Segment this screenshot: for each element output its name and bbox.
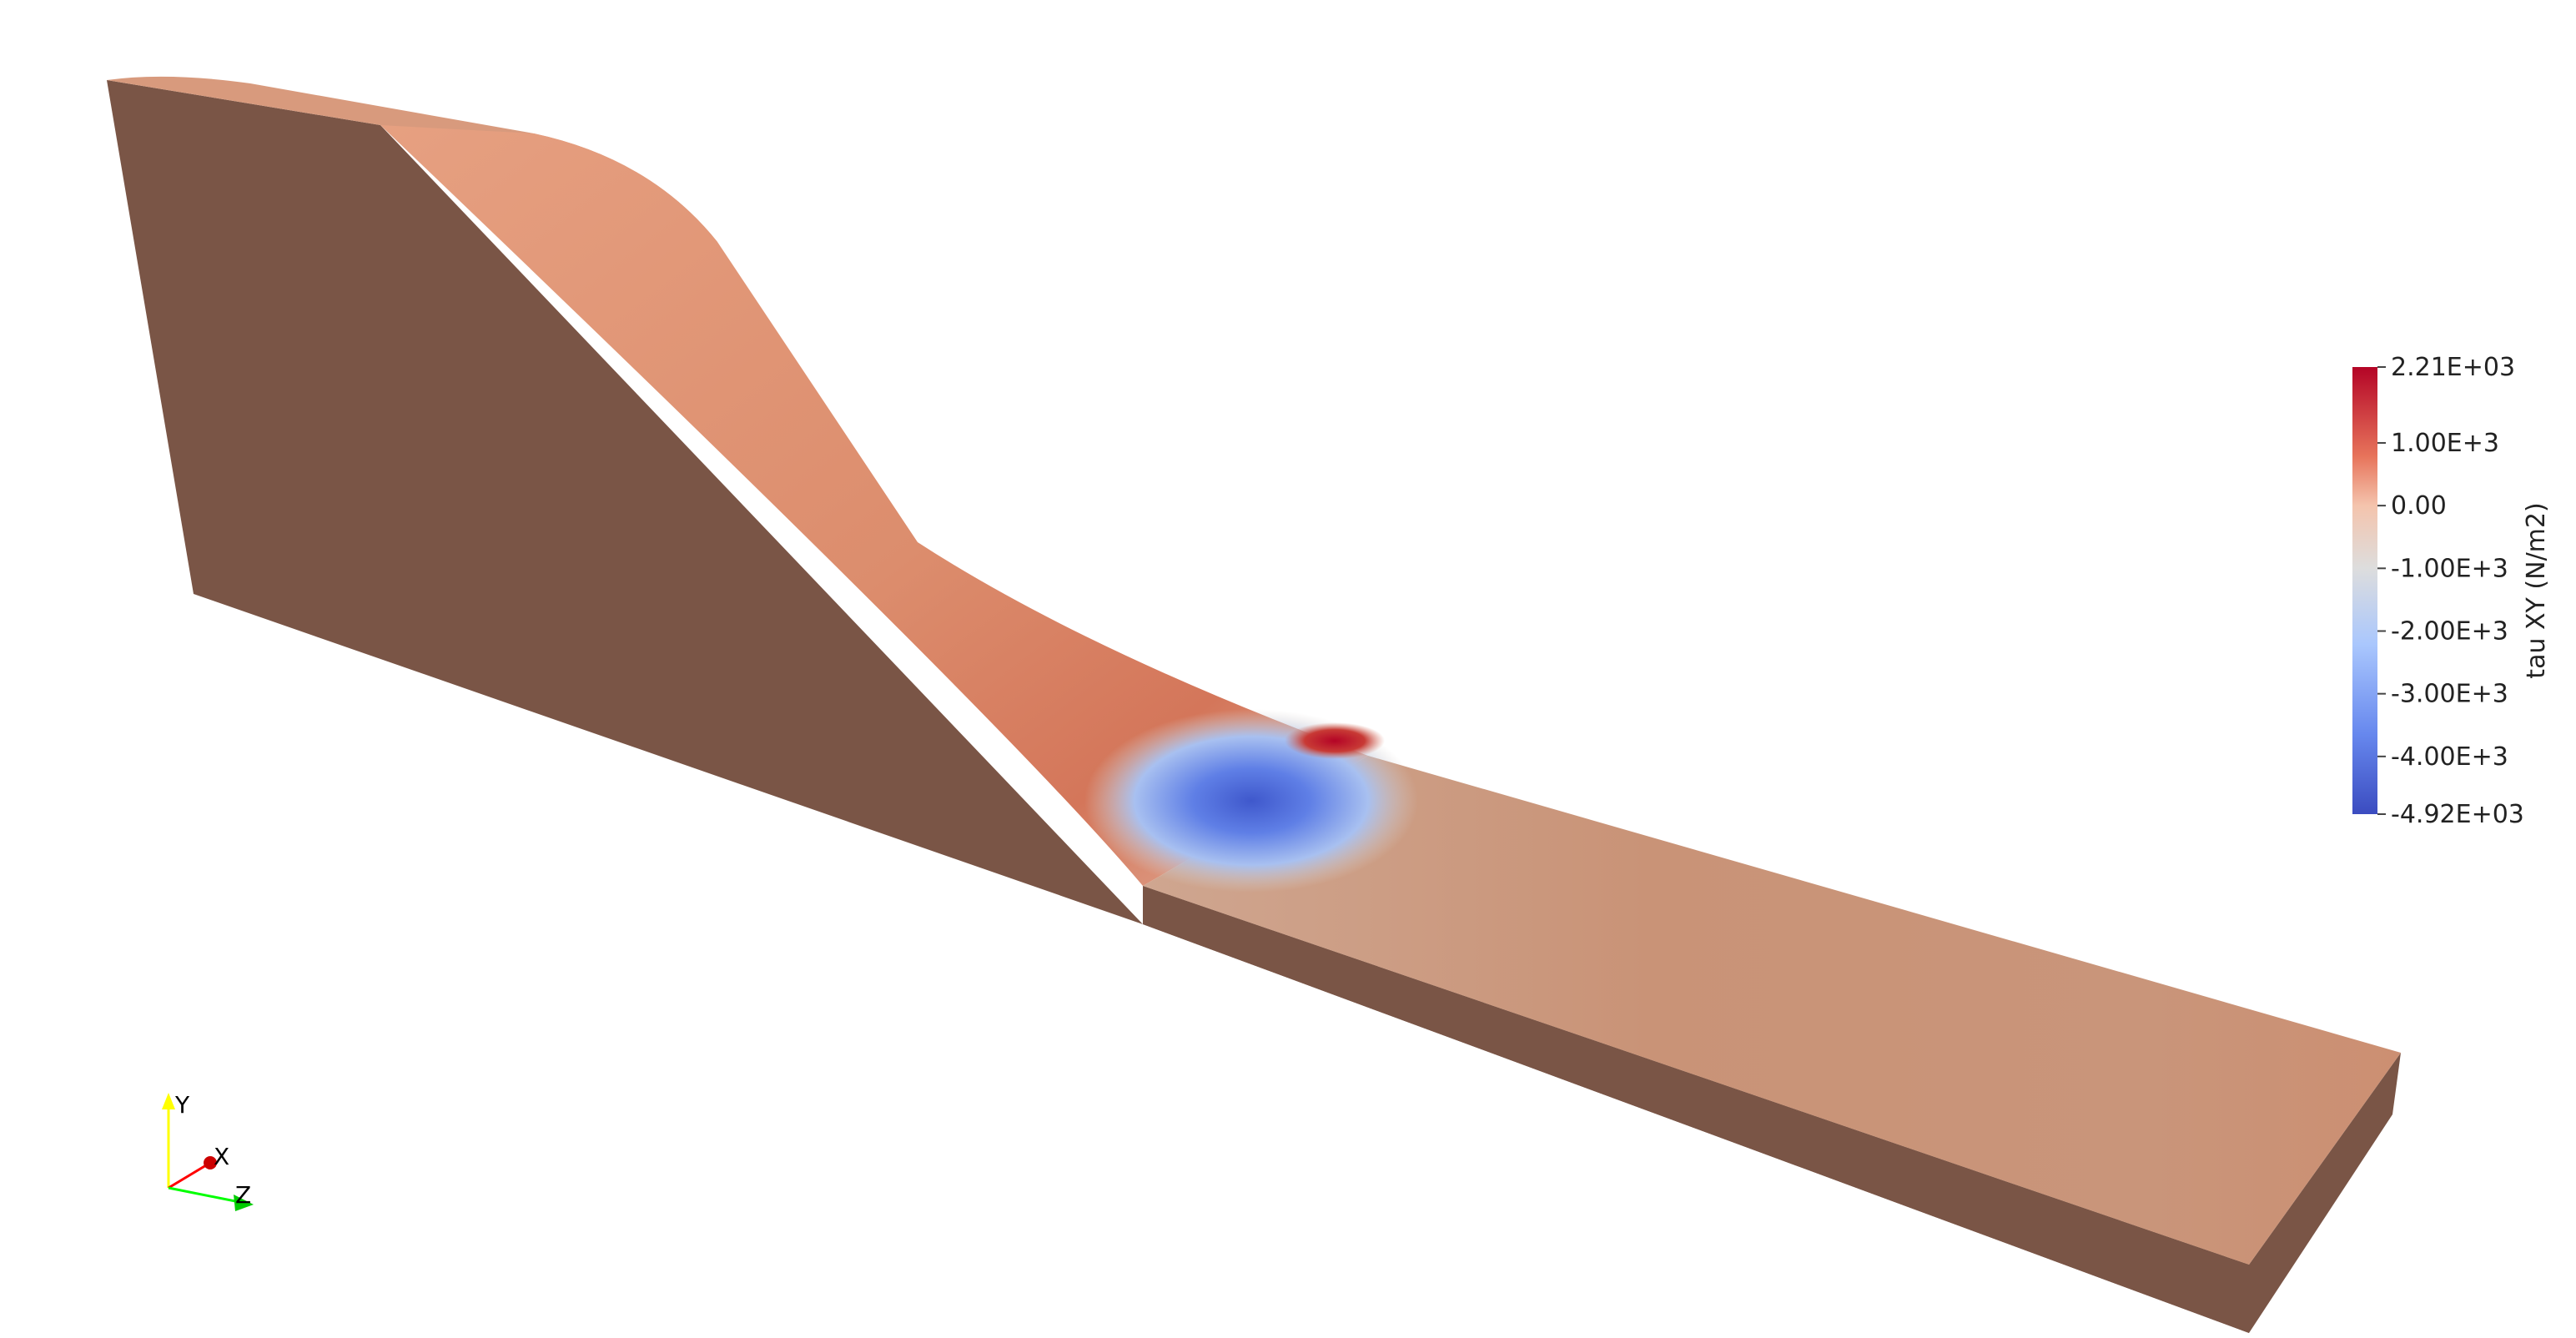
slope-surface <box>380 125 1368 886</box>
domain-side-wall <box>107 80 1143 924</box>
colorbar-tick-label: 1.00E+3 <box>2391 429 2499 458</box>
axis-y-label: Y <box>174 1091 190 1119</box>
colorbar-tick-label: -4.92E+03 <box>2391 800 2524 829</box>
colorbar-tick-label: -4.00E+3 <box>2391 742 2508 772</box>
domain-end-face <box>2249 1053 2401 1333</box>
colorbar-tick-label: 2.21E+03 <box>2391 353 2515 382</box>
channel-bed-surface <box>1143 756 2401 1265</box>
colorbar-ticks: 2.21E+03 1.00E+3 0.00 -1.00E+3 -2.00E+3 -3.00… <box>2377 353 2524 829</box>
colorbar-tick-label: 0.00 <box>2391 491 2447 521</box>
orientation-axes: Y X Z <box>162 1091 254 1211</box>
domain-bottom-wall <box>1143 886 2249 1333</box>
colorbar-tick-label: -2.00E+3 <box>2391 616 2508 646</box>
colorbar-tick-label: -3.00E+3 <box>2391 680 2508 709</box>
positive-stress-zone <box>1285 722 1385 759</box>
colorbar-title: tau XY (N/m2) <box>2522 502 2551 678</box>
axis-z-label: Z <box>235 1181 251 1209</box>
colorbar-tick-label: -1.00E+3 <box>2391 554 2508 583</box>
axis-x-label: X <box>214 1143 229 1170</box>
colorbar-gradient <box>2352 367 2377 814</box>
